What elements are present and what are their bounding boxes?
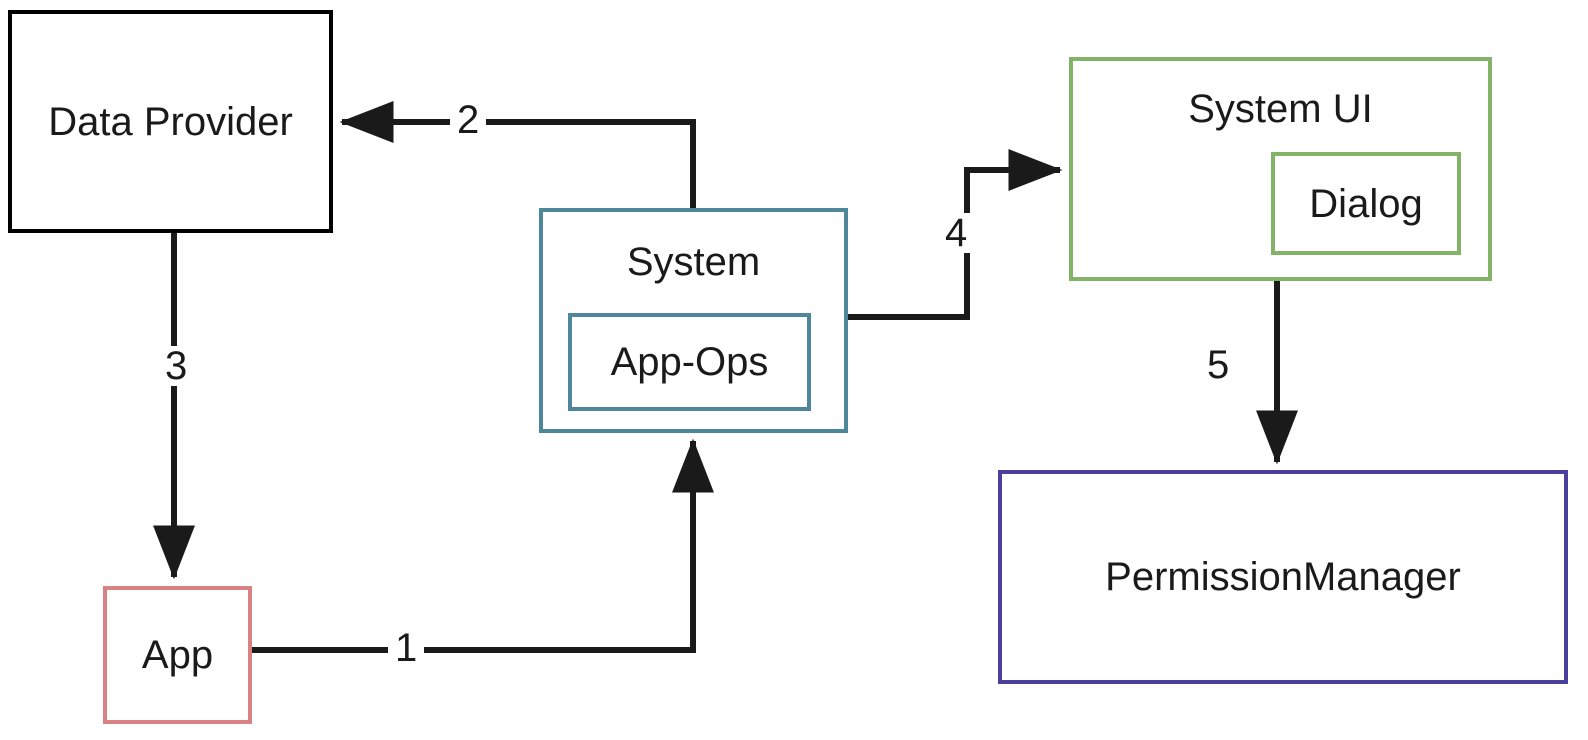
edge-label-2: 2 <box>450 100 487 140</box>
edge-2-path <box>339 101 696 208</box>
edge-label-4: 4 <box>938 213 975 253</box>
edge-label-1: 1 <box>388 628 425 668</box>
node-app-label: App <box>141 633 214 677</box>
node-dialog[interactable]: Dialog <box>1271 152 1461 255</box>
node-dialog-label: Dialog <box>1309 181 1423 226</box>
edge-label-3: 3 <box>158 346 195 386</box>
node-system-ui-label: System UI <box>1188 87 1373 131</box>
edge-1-path <box>252 438 714 653</box>
node-app-ops-label: App-Ops <box>610 340 769 384</box>
node-system-label: System <box>626 240 761 284</box>
node-data-provider[interactable]: Data Provider <box>8 10 333 233</box>
node-permission-manager-label: PermissionManager <box>1105 555 1461 599</box>
node-app[interactable]: App <box>103 586 252 724</box>
edge-label-5: 5 <box>1200 345 1237 385</box>
node-permission-manager[interactable]: PermissionManager <box>998 470 1568 684</box>
node-app-ops[interactable]: App-Ops <box>568 313 811 411</box>
node-data-provider-label: Data Provider <box>48 99 293 144</box>
